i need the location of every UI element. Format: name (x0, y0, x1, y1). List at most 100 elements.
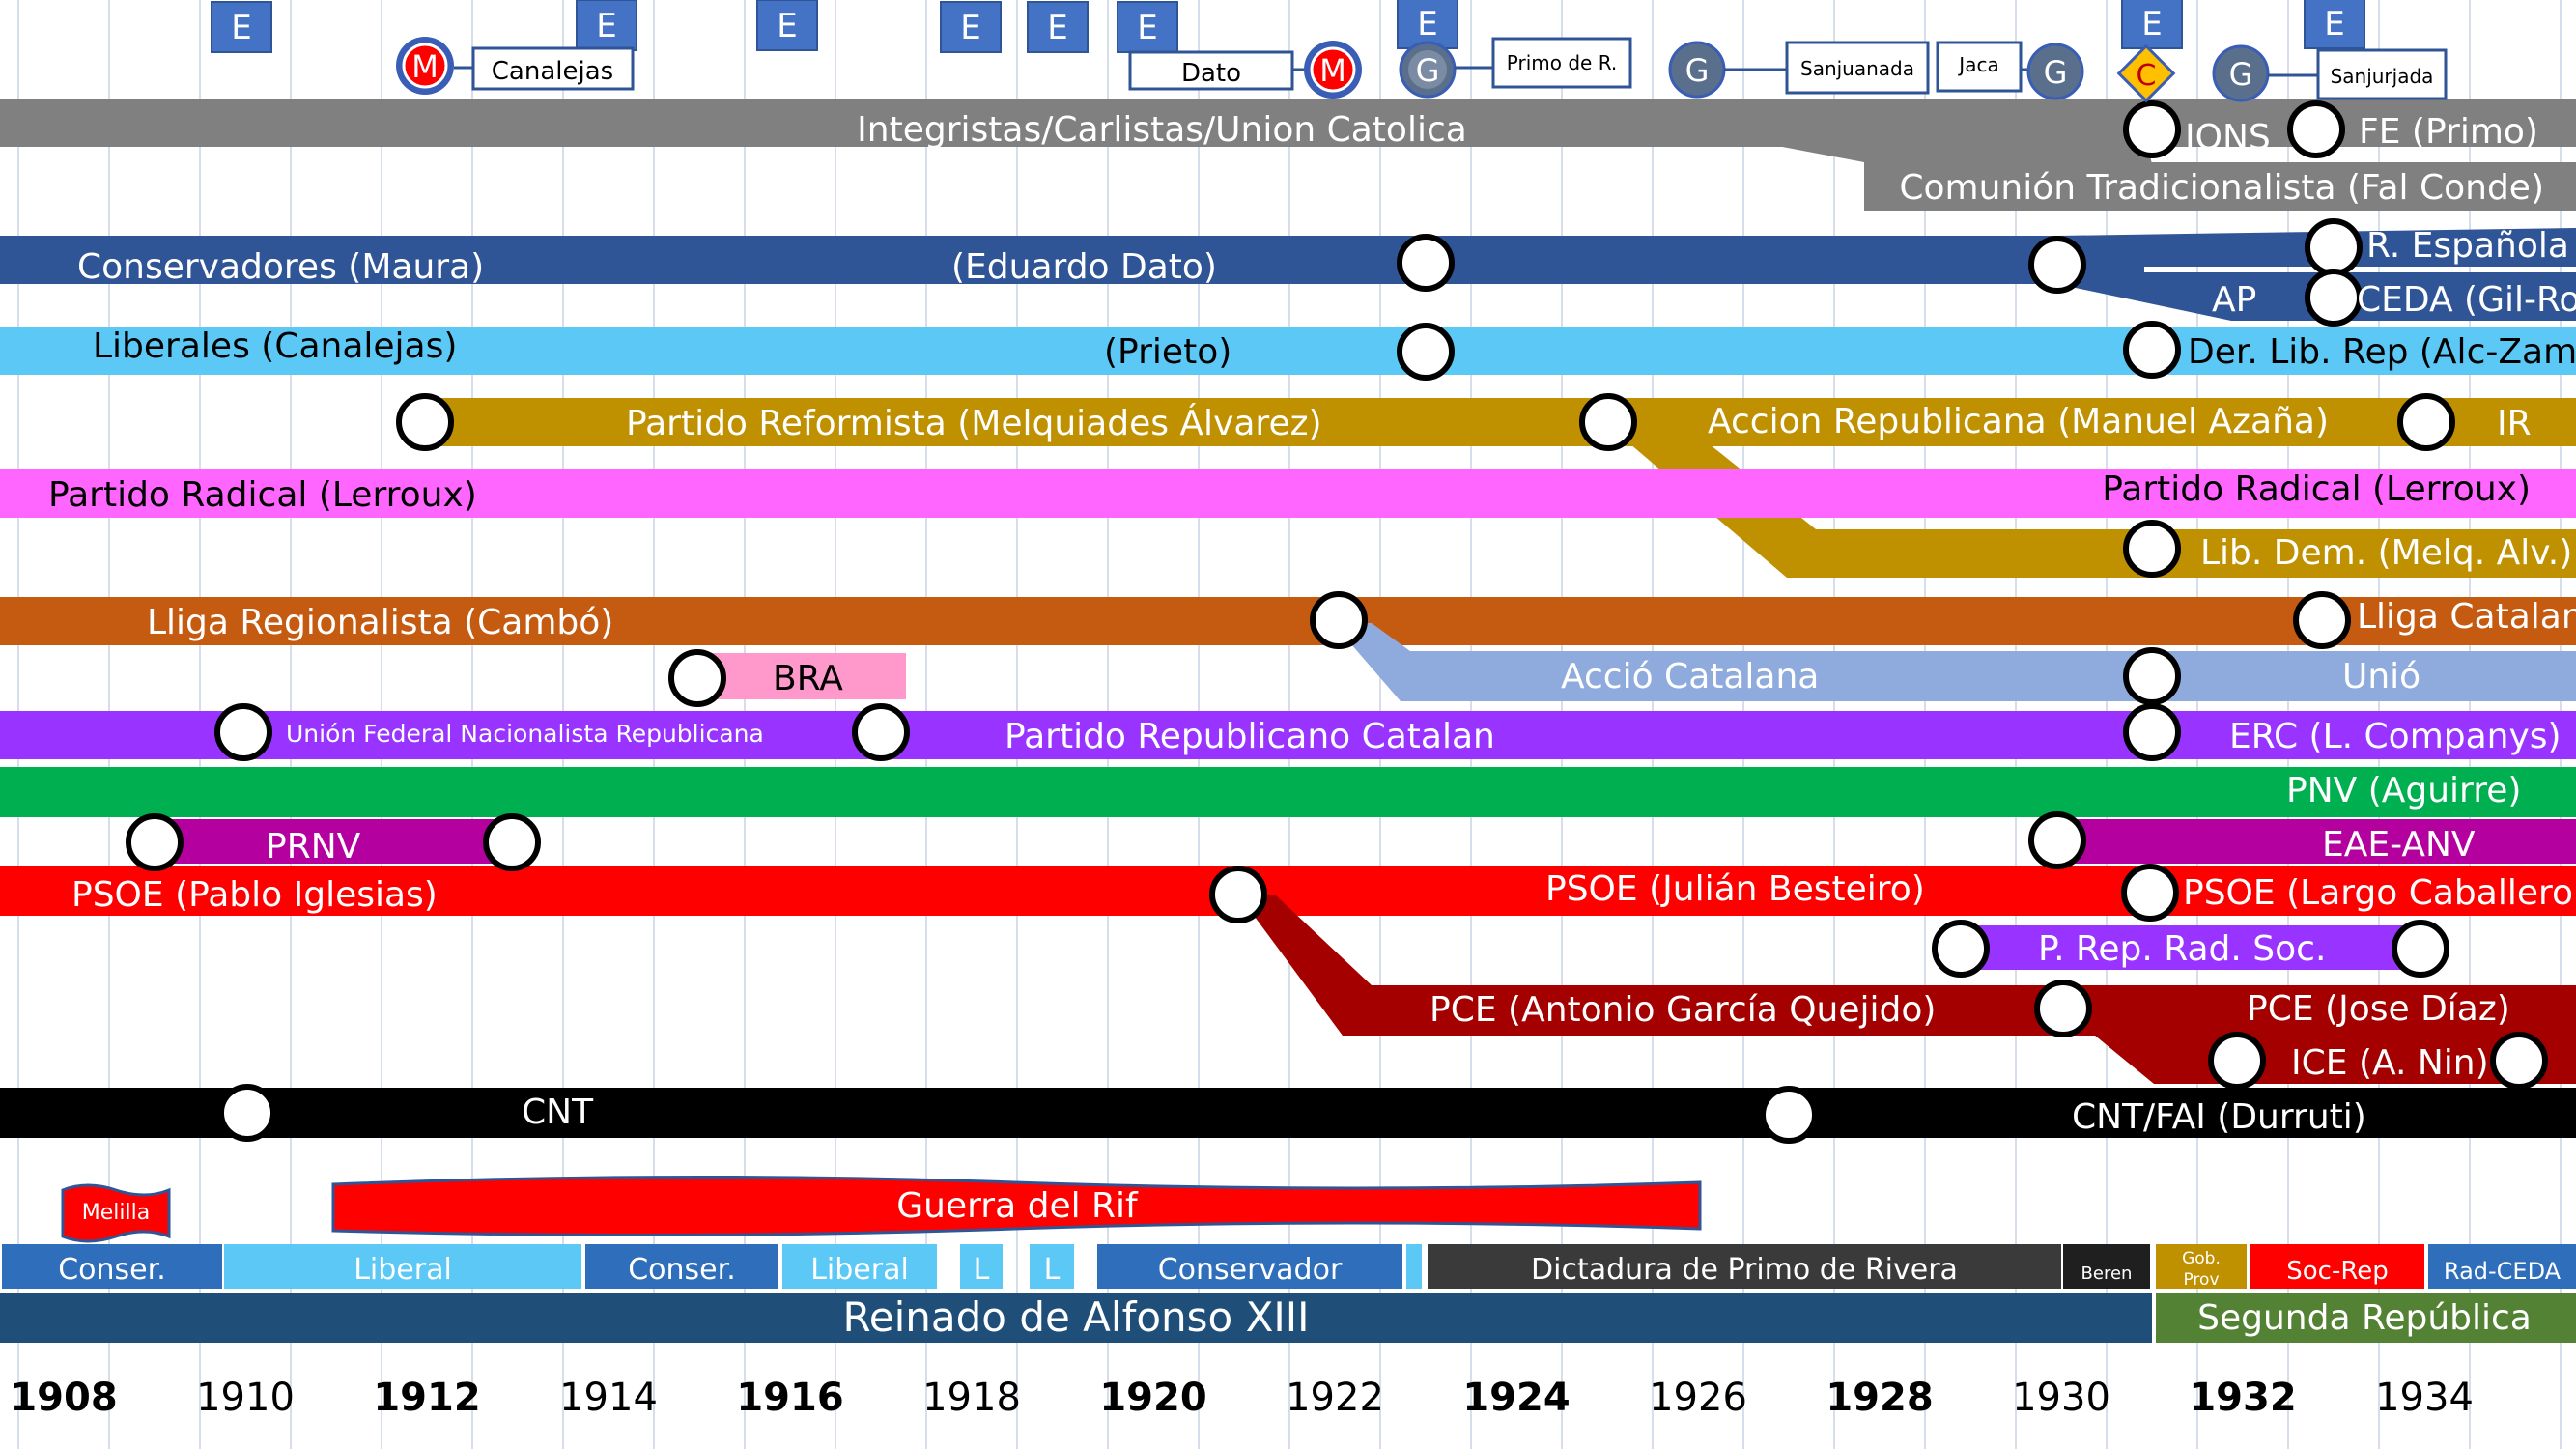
label-pnv: PNV (Aguirre) (2286, 771, 2521, 810)
label-cnt: CNT (522, 1093, 594, 1132)
svg-text:E: E (777, 7, 797, 45)
event-sanjurjada-label: Sanjurjada (2331, 65, 2434, 88)
label-prrs: P. Rep. Rad. Soc. (2038, 929, 2326, 969)
svg-text:E: E (231, 9, 251, 47)
event-sanjuanada: G Sanjuanada (1668, 41, 1930, 99)
label-accion-rep: Accion Republicana (Manuel Azaña) (1708, 402, 2329, 441)
label-ceda: CEDA (Gil-Ro (2357, 280, 2576, 320)
election-icon: E (940, 1, 1002, 53)
band-reformista (425, 398, 2576, 578)
transition-node (668, 649, 726, 707)
event-canalejas: M Canalejas (396, 37, 635, 95)
label-ir: IR (2497, 404, 2532, 443)
transition-node (2028, 811, 2086, 869)
transition-node (1209, 866, 1267, 923)
election-icon: E (1027, 1, 1089, 53)
label-der-lib: Der. Lib. Rep (Alc-Zam) (2188, 332, 2576, 372)
government-segment (782, 1244, 937, 1289)
label-jons: JONS (2183, 118, 2271, 157)
event-canalejas-label: Canalejas (492, 57, 613, 86)
transition-node (1397, 323, 1455, 381)
war-melilla: Melilla (61, 1183, 171, 1243)
year-label: 1920 (1099, 1376, 1206, 1420)
label-lliga: Lliga Regionalista (Cambó) (147, 603, 613, 642)
government-label: Soc-Rep (2286, 1257, 2389, 1286)
svg-text:E: E (1047, 9, 1067, 47)
label-unio: Unió (2342, 657, 2420, 696)
label-r-espanola: R. Española (2366, 226, 2569, 266)
year-label: 1914 (559, 1376, 658, 1420)
government-label: Gob. (2182, 1249, 2221, 1268)
label-prc: Partido Republicano Catalan (1005, 717, 1495, 756)
government-label: Liberal (354, 1253, 452, 1287)
transition-node (2287, 100, 2345, 158)
government-segment (2250, 1244, 2424, 1289)
label-psoe-jb: PSOE (Julián Besteiro) (1545, 869, 1925, 909)
regime-alfonso: Reinado de Alfonso XIII (842, 1293, 1309, 1341)
transition-node (2123, 647, 2181, 705)
transition-node (1310, 591, 1368, 649)
band-rep-rad-soc (1961, 925, 2424, 970)
party-labels-dark: Liberales (Canalejas) (Prieto) Der. Lib.… (48, 327, 2576, 1137)
label-bra: BRA (773, 659, 843, 698)
war-rif: Guerra del Rif (331, 1175, 1702, 1237)
government-segment (585, 1244, 778, 1289)
transition-node (2034, 980, 2092, 1037)
label-dato: (Eduardo Dato) (951, 247, 1217, 287)
label-conservadores: Conservadores (Maura) (77, 247, 484, 287)
label-lliga-catalan: Lliga Catalan (2357, 597, 2576, 637)
election-icon: E (756, 0, 818, 51)
band-pnv (0, 767, 2576, 817)
transition-node (2392, 920, 2449, 978)
transition-nodes (126, 100, 2548, 1144)
band-accio-catalana (1333, 623, 2576, 701)
event-c: C (2116, 43, 2176, 103)
regime-republica: Segunda República (2197, 1298, 2532, 1338)
label-ap: AP (2212, 280, 2256, 320)
government-label: Dictadura de Primo de Rivera (1531, 1253, 1958, 1287)
government-segment (2063, 1244, 2150, 1289)
transition-node (2123, 321, 2181, 379)
transition-node (396, 393, 454, 451)
event-sanjurjada: G Sanjurjada (2212, 44, 2448, 102)
government-label: L (974, 1253, 990, 1287)
year-label: 1912 (373, 1376, 480, 1420)
year-label: 1916 (736, 1376, 843, 1420)
year-label: 1928 (1826, 1376, 1933, 1420)
election-icon: E (211, 1, 272, 53)
label-cnt-fai: CNT/FAI (Durruti) (2072, 1097, 2366, 1137)
event-jaca-label: Jaca (1957, 53, 1998, 76)
party-labels: Integristas/Carlistas/Union Catolica JON… (77, 110, 2576, 320)
label-prieto: (Prieto) (1104, 332, 1231, 372)
transition-node (1397, 234, 1455, 292)
transition-node (2397, 393, 2455, 451)
government-label: L (1044, 1253, 1061, 1287)
label-psoe-pi: PSOE (Pablo Iglesias) (71, 875, 438, 915)
year-label: 1918 (922, 1376, 1021, 1420)
year-label: 1934 (2375, 1376, 2474, 1420)
label-ufnr: Unión Federal Nacionalista Republicana (286, 720, 764, 748)
government-label: Rad-CEDA (2444, 1258, 2562, 1285)
transition-node (1579, 393, 1637, 451)
election-icon: E (2304, 0, 2365, 49)
event-sanjuanada-label: Sanjuanada (1800, 57, 1914, 80)
war-melilla-label: Melilla (82, 1201, 150, 1225)
year-label: 1908 (10, 1376, 117, 1420)
government-segment (2428, 1244, 2576, 1289)
label-erc: ERC (L. Companys) (2229, 717, 2562, 756)
svg-text:E: E (1417, 5, 1437, 43)
year-label: 1932 (2189, 1376, 2296, 1420)
band-lliga (0, 597, 2576, 645)
transition-node (852, 703, 910, 761)
transition-node (2028, 236, 2086, 294)
band-cnt (0, 1088, 2576, 1138)
government-segment (1428, 1244, 2061, 1289)
government-segment (960, 1244, 1003, 1289)
transition-node (2293, 591, 2351, 649)
transition-node (2123, 703, 2181, 761)
transition-node (2123, 100, 2181, 158)
